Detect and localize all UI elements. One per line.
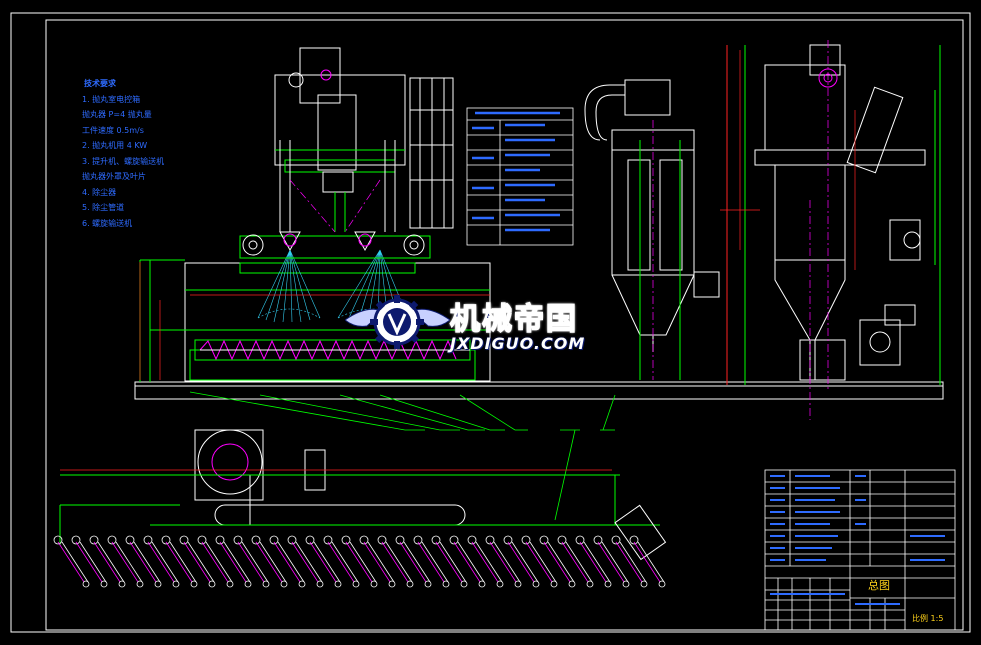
- conveyor-roller: [107, 535, 144, 588]
- technical-note: 3. 提升机、螺旋输送机: [82, 156, 165, 166]
- watermark-brand-cn: 机械帝国: [449, 301, 578, 338]
- conveyor-roller: [593, 535, 630, 588]
- conveyor-roller: [197, 535, 234, 588]
- title-block: [764, 469, 956, 631]
- conveyor-roller: [305, 535, 342, 588]
- watermark-brand-en: JXDIGUO.COM: [450, 334, 586, 353]
- roller-row: [53, 535, 666, 588]
- technical-notes: 技术要求 1. 抛丸室电控箱 抛丸器 P=4 抛丸量 工件速度 0.5m/s 2…: [82, 76, 252, 231]
- screw-conveyor: [194, 339, 471, 361]
- conveyor-roller: [449, 535, 486, 588]
- technical-note: 6. 螺旋输送机: [82, 218, 133, 228]
- conveyor-roller: [377, 535, 414, 588]
- technical-note: 2. 抛丸机用 4 KW: [82, 141, 148, 150]
- center-lines: [289, 40, 829, 420]
- conveyor-roller: [629, 535, 666, 588]
- conveyor-roller: [359, 535, 396, 588]
- conveyor-roller: [485, 535, 522, 588]
- technical-note: 5. 除尘管道: [82, 203, 125, 212]
- conveyor-roller: [395, 535, 432, 588]
- conveyor-roller: [341, 535, 378, 588]
- conveyor-roller: [71, 535, 108, 588]
- conveyor-roller: [431, 535, 468, 588]
- drawing-scale: 比例 1:5: [912, 614, 944, 623]
- technical-note: 抛丸器外罩及叶片: [82, 172, 146, 181]
- conveyor-roller: [503, 535, 540, 588]
- conveyor-roller: [269, 535, 306, 588]
- bucket-elevator-left: [274, 47, 406, 232]
- conveyor-roller: [161, 535, 198, 588]
- parameter-table: [466, 107, 574, 246]
- conveyor-roller: [143, 535, 180, 588]
- dimension-lines: [60, 50, 856, 471]
- technical-note: 抛丸器 P=4 抛丸量: [82, 110, 152, 119]
- conveyor-roller: [89, 535, 126, 588]
- conveyor-roller: [575, 535, 612, 588]
- technical-note: 工件速度 0.5m/s: [82, 125, 144, 135]
- conveyor-roller: [251, 535, 288, 588]
- conveyor-roller: [557, 535, 594, 588]
- blast-wheels: [239, 231, 431, 259]
- conveyor-roller: [539, 535, 576, 588]
- conveyor-roller: [53, 535, 90, 588]
- conveyor-roller: [323, 535, 360, 588]
- technical-note: 1. 抛丸室电控箱: [82, 94, 141, 104]
- conveyor-roller: [413, 535, 450, 588]
- lower-conveyor-view: [59, 429, 667, 561]
- leader-lines: [189, 391, 616, 521]
- conveyor-roller: [467, 535, 504, 588]
- conveyor-roller: [287, 535, 324, 588]
- conveyor-roller: [611, 535, 648, 588]
- conveyor-roller: [233, 535, 270, 588]
- dust-collector: [584, 79, 720, 380]
- technical-notes-heading: 技术要求: [84, 79, 116, 88]
- grid-panel: [409, 77, 454, 229]
- drawing-name: 总图: [868, 579, 890, 592]
- outer-frame: [10, 12, 971, 633]
- conveyor-roller: [215, 535, 252, 588]
- watermark-gear-icon: [345, 295, 450, 349]
- conveyor-roller: [179, 535, 216, 588]
- inner-frame: [45, 19, 964, 631]
- bucket-elevator-right: [726, 44, 941, 385]
- conveyor-roller: [125, 535, 162, 588]
- conveyor-roller: [521, 535, 558, 588]
- base-platform: [134, 381, 944, 400]
- technical-note: 4. 除尘器: [82, 187, 117, 197]
